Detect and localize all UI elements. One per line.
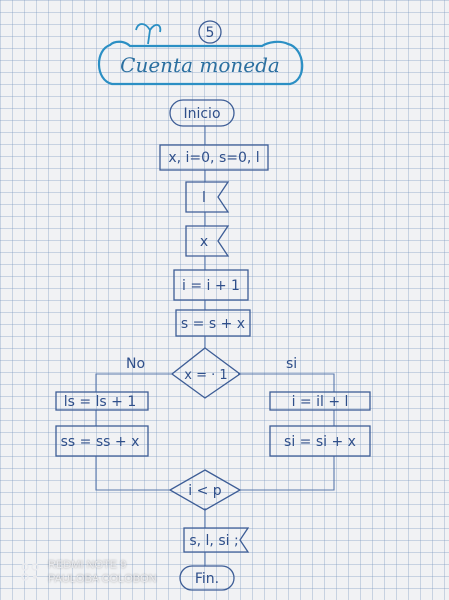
read-x-label: x bbox=[200, 234, 208, 250]
increment-i-process: i = i + 1 bbox=[173, 269, 249, 301]
branch-yes-label: si bbox=[286, 356, 297, 372]
camera-dots-icon bbox=[21, 563, 39, 581]
yes-sum-label: si = si + x bbox=[284, 434, 356, 450]
output-document: s, l, si ; bbox=[183, 527, 250, 553]
watermark-device: REDMI NOTE 9 bbox=[48, 559, 127, 571]
read-x-input: x bbox=[185, 225, 230, 257]
end-label: Fin. bbox=[195, 571, 219, 587]
loop-label: i < p bbox=[188, 483, 222, 499]
camera-watermark: REDMI NOTE 9 PAULOBA COLOBON bbox=[20, 558, 157, 586]
yes-sum-process: si = si + x bbox=[269, 425, 371, 457]
read-l-input: l bbox=[185, 181, 230, 213]
start-terminator: Inicio bbox=[169, 99, 235, 127]
title-text: Cuenta moneda bbox=[120, 53, 280, 77]
title-banner: 5 Cuenta moneda bbox=[97, 20, 304, 86]
loop-decision: i < p bbox=[168, 469, 242, 511]
no-sum-process: ss = ss + x bbox=[55, 425, 149, 457]
branch-no-label: No bbox=[126, 356, 145, 372]
output-label: s, l, si ; bbox=[189, 533, 238, 549]
init-label: x, i=0, s=0, l bbox=[168, 150, 259, 166]
coin-decision: x = · 1 bbox=[170, 347, 242, 399]
yes-count-label: i = il + l bbox=[292, 394, 349, 410]
no-count-label: ls = ls + 1 bbox=[64, 394, 137, 410]
title-number-circle bbox=[198, 20, 222, 44]
sum-s-label: s = s + x bbox=[181, 316, 245, 332]
start-label: Inicio bbox=[183, 106, 220, 122]
read-l-label: l bbox=[202, 190, 206, 206]
init-process: x, i=0, s=0, l bbox=[159, 144, 269, 171]
no-count-process: ls = ls + 1 bbox=[55, 391, 149, 411]
title-number: 5 bbox=[206, 25, 215, 41]
end-terminator: Fin. bbox=[179, 565, 235, 591]
no-sum-label: ss = ss + x bbox=[61, 434, 140, 450]
watermark-author: PAULOBA COLOBON bbox=[48, 573, 157, 585]
yes-count-process: i = il + l bbox=[269, 391, 371, 411]
sum-s-process: s = s + x bbox=[175, 309, 251, 337]
increment-i-label: i = i + 1 bbox=[182, 278, 240, 294]
decision-label: x = · 1 bbox=[184, 368, 227, 383]
